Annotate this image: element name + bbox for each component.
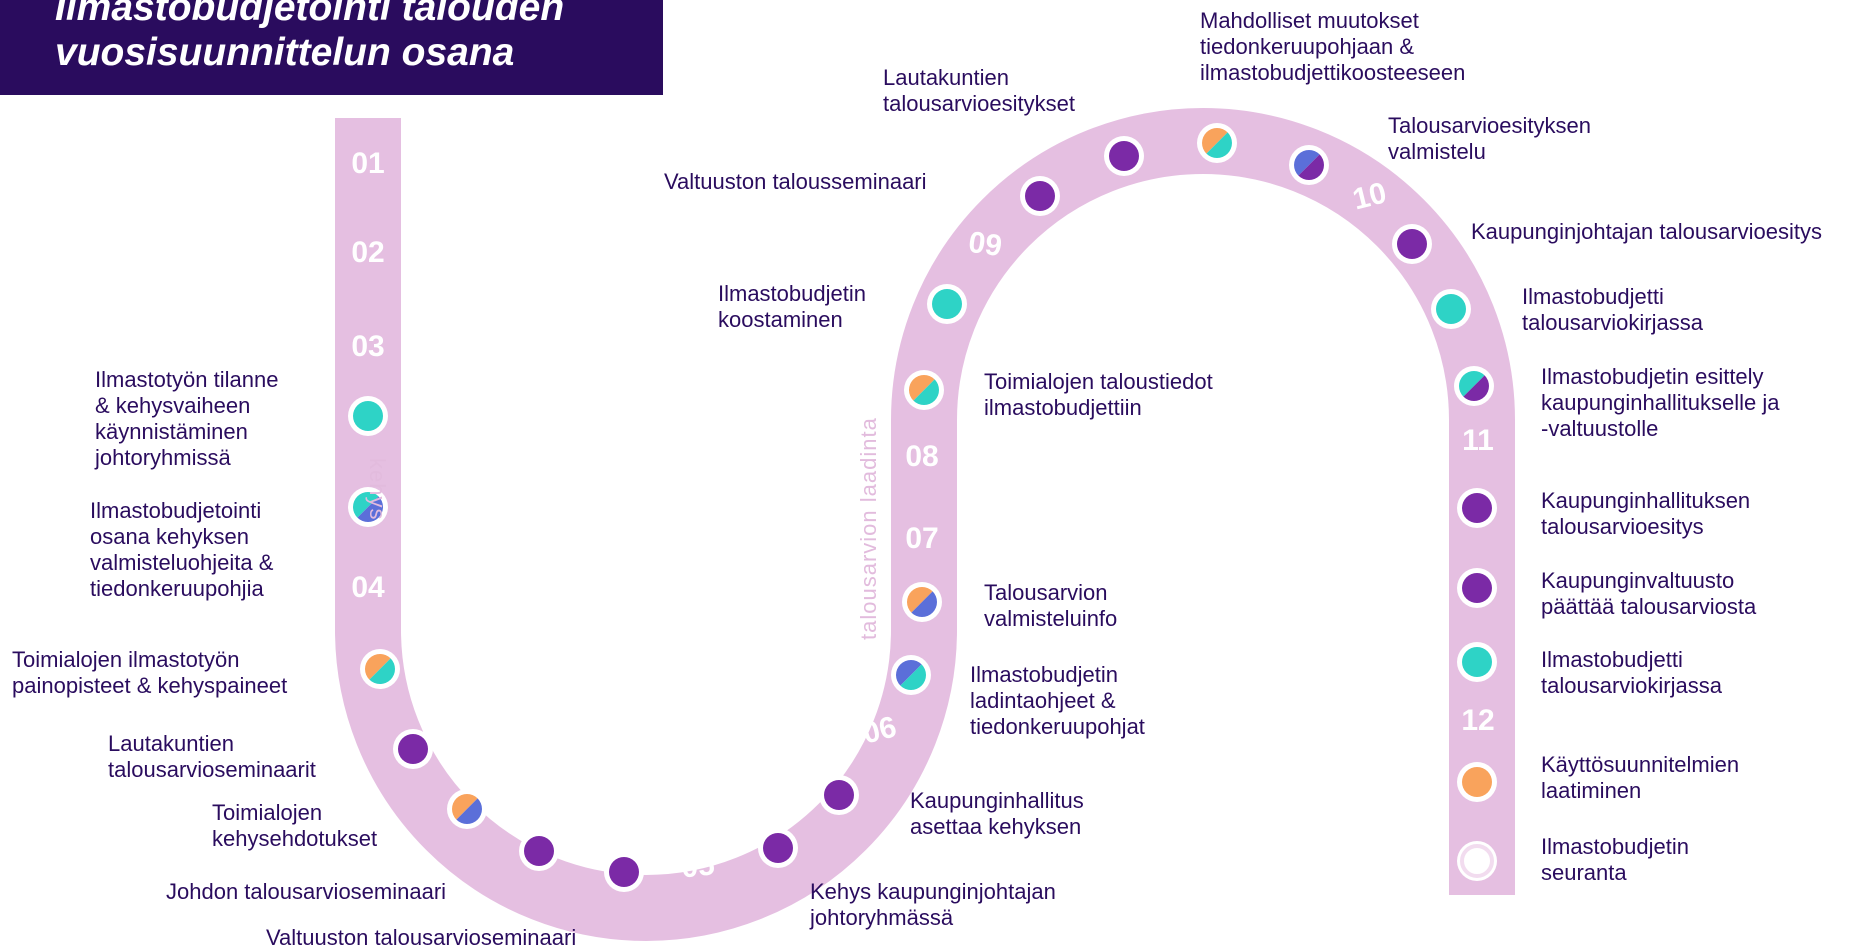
title-banner: Ilmastobudjetointi talouden vuosisuunnit… [0,0,663,95]
label-ilmastobudjetti-kirjassa-2: Ilmastobudjetti talousarviokirjassa [1541,647,1722,698]
label-kayttosuunnitelmat: Käyttösuunnitelmien laatiminen [1541,752,1740,803]
milestone-dot-1 [348,396,388,436]
title-line-1: Ilmastobudjetointi talouden [55,0,565,29]
month-number-02: 02 [351,236,384,269]
month-number-01: 01 [351,147,384,180]
label-toimialojen-kehysehdotukset: Toimialojen kehysehdotukset [212,800,378,851]
label-kaupunginjohtajan-esitys: Kaupunginjohtajan talousarvioesitys [1471,219,1823,244]
roadmap-band [335,108,1515,941]
month-numbers: 01 02 03 04 05 06 07 08 09 10 11 12 [351,147,1494,885]
label-johdon-seminaari: Johdon talousarvioseminaari [166,879,447,904]
label-seuranta: Ilmastobudjetin seuranta [1541,834,1689,885]
label-mahdolliset-muutokset: Mahdolliset muutokset tiedonkeruupohjaan… [1200,8,1466,85]
milestone-dot-2 [348,487,388,527]
milestone-dot-4 [393,729,433,769]
month-number-09: 09 [966,226,1004,263]
month-number-03: 03 [351,330,384,363]
label-lautakuntien-seminaarit: Lautakuntien talousarvioseminaarit [108,731,316,782]
milestone-dot-12 [904,370,944,410]
month-number-06: 06 [859,710,899,750]
month-number-10: 10 [1349,176,1389,216]
month-number-05: 05 [680,848,717,884]
phase-label-talousarvion-laadinta: talousarvion laadinta [856,417,881,640]
month-number-08: 08 [905,440,938,473]
month-number-07: 07 [905,522,938,555]
month-number-12: 12 [1461,704,1494,737]
milestone-dot-9 [819,775,859,815]
label-ilmastotyon-tilanne: Ilmastotyön tilanne & kehysvaiheen käynn… [95,367,279,470]
milestone-dot-8 [758,828,798,868]
label-valtuuston-talousseminaari: Valtuuston talousseminaari [664,169,927,194]
milestone-dot-20 [1454,366,1494,406]
label-ilmastobudjetti-kirjassa-1: Ilmastobudjetti talousarviokirjassa [1522,284,1703,335]
milestone-dot-10 [891,655,931,695]
title-line-2: vuosisuunnittelun osana [55,31,515,74]
milestone-dot-19 [1431,289,1471,329]
milestone-dot-18 [1392,224,1432,264]
phase-label-kehys: kehys [365,458,390,521]
milestone-dot-21 [1457,488,1497,528]
milestone-dots [348,123,1497,892]
label-esityksen-valmistelu: Talousarvioesityksen valmistelu [1388,113,1591,164]
milestone-dot-6 [519,831,559,871]
milestone-dot-25 [1457,841,1497,881]
milestone-dot-16 [1197,123,1237,163]
month-number-04: 04 [351,571,385,604]
milestone-dot-22 [1457,568,1497,608]
label-valtuuston-seminaari: Valtuuston talousarvioseminaari [266,925,577,950]
milestone-dot-11 [902,582,942,622]
label-toimialojen-painopisteet: Toimialojen ilmastotyön painopisteet & k… [12,647,288,698]
milestone-dot-15 [1104,136,1144,176]
label-esittely-kh: Ilmastobudjetin esittely kaupunginhallit… [1541,364,1780,441]
label-laadintaohjeet: Ilmastobudjetin ladintaohjeet & tiedonke… [970,662,1145,739]
label-koostaminen: Ilmastobudjetin koostaminen [718,281,866,332]
milestone-dot-17 [1289,145,1329,185]
label-valmisteluinfo: Talousarvion valmisteluinfo [984,580,1118,631]
label-kehys-johtoryhmassa: Kehys kaupunginjohtajan johtoryhmässä [810,879,1056,930]
milestone-dot-13 [927,284,967,324]
label-ilmastobudjetointi-osana: Ilmastobudjetointi osana kehyksen valmis… [90,498,274,601]
label-kv-paattaa: Kaupunginvaltuusto päättää talousarviost… [1541,568,1757,619]
milestone-dot-14 [1020,176,1060,216]
label-lautakuntien-esitykset: Lautakuntien talousarvioesitykset [883,65,1075,116]
milestone-dot-7 [604,852,644,892]
label-kh-asettaa-kehyksen: Kaupunginhallitus asettaa kehyksen [910,788,1084,839]
label-kh-esitys: Kaupunginhallituksen talousarvioesitys [1541,488,1751,539]
milestone-dot-3 [360,649,400,689]
milestone-dot-23 [1457,642,1497,682]
month-number-11: 11 [1462,424,1494,457]
milestone-dot-5 [447,789,487,829]
milestone-dot-24 [1457,762,1497,802]
label-toimialojen-taloustiedot: Toimialojen taloustiedot ilmastobudjetti… [984,369,1213,420]
